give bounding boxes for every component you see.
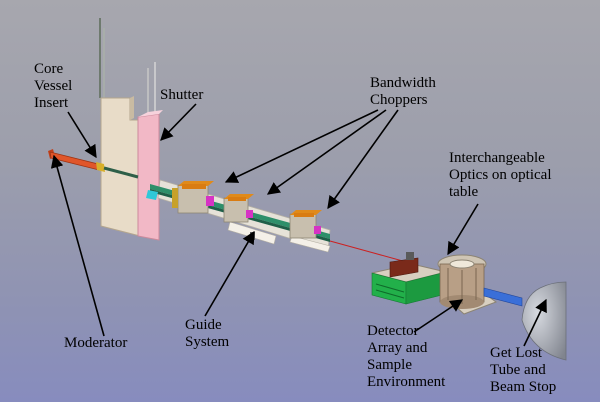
chopper-2: [223, 194, 254, 223]
label-shutter: Shutter: [160, 87, 204, 103]
arrow-chopper-1: [224, 109, 379, 183]
neutron-beam: [329, 240, 411, 264]
arrow-chopper-3: [327, 109, 399, 210]
label-interchangeable-optics: Interchangeable Optics on optical table: [449, 150, 552, 200]
label-bandwidth-choppers: Bandwidth Choppers: [370, 75, 436, 108]
arrow-moderator: [50, 154, 105, 337]
detector-table: [371, 252, 447, 305]
monolith-rods: [99, 18, 156, 115]
arrow-guide-system: [204, 230, 255, 317]
chopper-1: [172, 181, 214, 214]
beam-stop: [521, 281, 567, 361]
label-moderator: Moderator: [64, 335, 128, 351]
annotation-arrows: [50, 103, 547, 347]
arrow-detector-array: [413, 299, 464, 333]
arrow-chopper-2: [266, 109, 387, 195]
label-core-vessel-insert: Core Vessel Insert: [34, 61, 73, 111]
arrow-core-vessel-insert: [67, 111, 97, 159]
label-detector-array: Detector Array and Sample Environment: [367, 323, 446, 390]
label-beam-stop: Get Lost Tube and Beam Stop: [490, 345, 557, 395]
shutter: [137, 110, 163, 241]
arrow-shutter: [160, 103, 197, 141]
get-lost-tube: [483, 287, 523, 307]
arrow-beam-stop: [523, 298, 547, 347]
monolith-block: [100, 96, 141, 237]
arrow-optics: [447, 203, 479, 256]
sample-environment: [437, 254, 498, 315]
label-guide-system: Guide System: [185, 317, 230, 350]
chopper-3: [289, 210, 322, 239]
